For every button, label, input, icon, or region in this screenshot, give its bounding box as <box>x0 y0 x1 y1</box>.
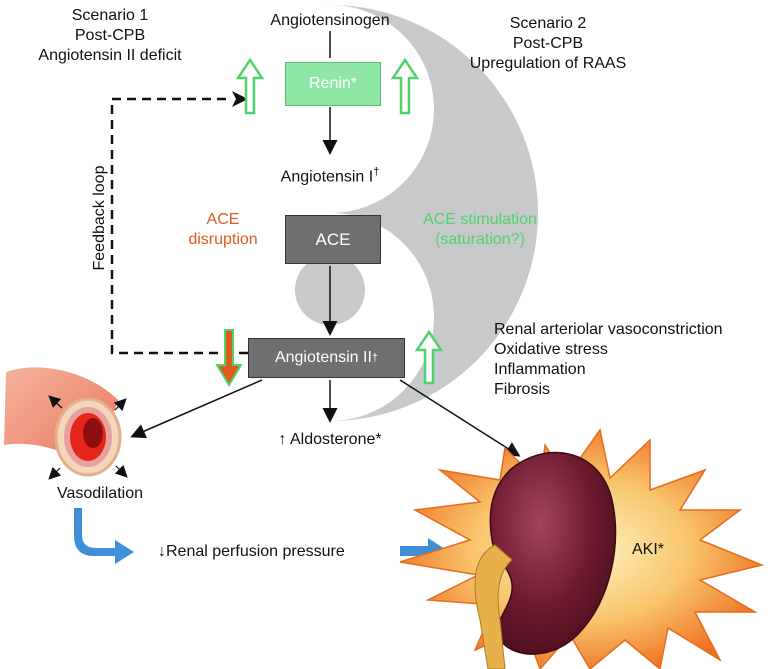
blood-vessel-image <box>4 367 128 480</box>
effects-list: Renal arteriolar vasoconstriction Oxidat… <box>494 320 778 400</box>
angiotensin1-dagger: † <box>373 166 380 178</box>
vasodilation-label: Vasodilation <box>57 485 143 502</box>
feedback-loop-arrowhead <box>232 91 248 107</box>
orange-down-arrow <box>215 329 243 387</box>
green-up-arrow-angiotensin2 <box>414 329 444 385</box>
ace-stimulation-line2: (saturation?) <box>435 231 525 248</box>
ace-stimulation-label: ACE stimulation (saturation?) <box>395 210 565 250</box>
green-up-arrow-left <box>235 57 265 115</box>
scenario2-subtitle: Post-CPB <box>512 35 584 52</box>
angiotensin2-text: Angiotensin II <box>274 349 372 366</box>
angiotensin2-dagger: † <box>371 352 379 364</box>
renal-perfusion-label: ↓Renal perfusion pressure <box>158 543 345 560</box>
ace-stimulation-line1: ACE stimulation <box>423 211 537 228</box>
aki-label: AKI* <box>632 541 665 558</box>
scenario2-description: Upregulation of RAAS <box>469 55 627 72</box>
kidney-image <box>474 451 617 669</box>
angiotensin1-text: Angiotensin I <box>280 168 374 186</box>
ace-disruption-line2: disruption <box>188 231 258 248</box>
green-up-arrow-right <box>390 57 420 115</box>
effect-item: Inflammation <box>494 361 586 378</box>
effect-item: Renal arteriolar vasoconstriction <box>494 321 723 338</box>
scenario2-label: Scenario 2 Post-CPB Upregulation of RAAS <box>448 14 648 74</box>
arrow-to-vasodilation <box>130 379 263 439</box>
ace-label: ACE <box>315 229 351 249</box>
effect-item: Oxidative stress <box>494 341 608 358</box>
blue-bent-arrow <box>74 508 134 564</box>
ace-box: ACE <box>285 215 381 264</box>
angiotensin2-box: Angiotensin II† <box>248 338 405 378</box>
effect-item: Fibrosis <box>494 381 551 398</box>
scenario1-subtitle: Post-CPB <box>74 27 146 44</box>
scenario1-description: Angiotensin II deficit <box>38 47 182 64</box>
scenario1-label: Scenario 1 Post-CPB Angiotensin II defic… <box>10 6 210 66</box>
angiotensin1-label: Angiotensin I† <box>230 162 430 187</box>
ace-disruption-line1: ACE <box>206 211 240 228</box>
renin-box: Renin* <box>285 62 381 106</box>
aldosterone-label: ↑ Aldosterone* <box>278 431 382 448</box>
scenario1-title: Scenario 1 <box>71 7 149 24</box>
renin-label: Renin* <box>308 75 358 92</box>
scenario2-title: Scenario 2 <box>509 15 587 32</box>
ace-disruption-label: ACE disruption <box>168 210 278 250</box>
arrow-to-kidney <box>399 379 521 457</box>
feedback-loop-label: Feedback loop <box>91 165 108 271</box>
feedback-loop-dashed-line <box>110 97 248 355</box>
angiotensinogen-label: Angiotensinogen <box>270 12 390 29</box>
